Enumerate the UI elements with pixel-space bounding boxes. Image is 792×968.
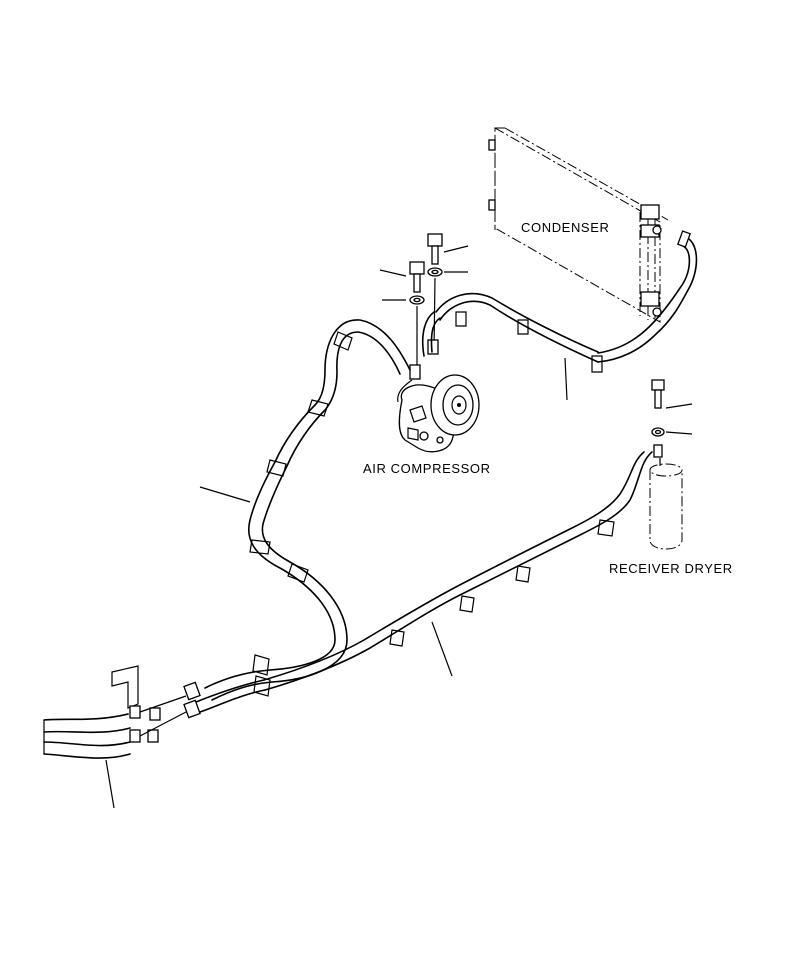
receiver-dryer-label: RECEIVER DRYER — [609, 561, 733, 576]
left-connections — [111, 654, 273, 743]
receiver-dryer-drawing — [649, 379, 693, 550]
suction-hose-loop — [199, 319, 411, 683]
air-compressor-drawing — [397, 374, 480, 453]
fittings-group — [379, 233, 469, 380]
condenser-drawing — [488, 127, 669, 323]
compressor-link — [421, 311, 441, 357]
upper-discharge-hose — [435, 292, 603, 401]
air-compressor-label: AIR COMPRESSOR — [363, 461, 491, 476]
liquid-hose — [263, 451, 653, 691]
condenser-label: CONDENSER — [521, 220, 610, 235]
lower-left-hoses — [43, 713, 131, 809]
condenser-outlet-hose — [597, 230, 698, 363]
